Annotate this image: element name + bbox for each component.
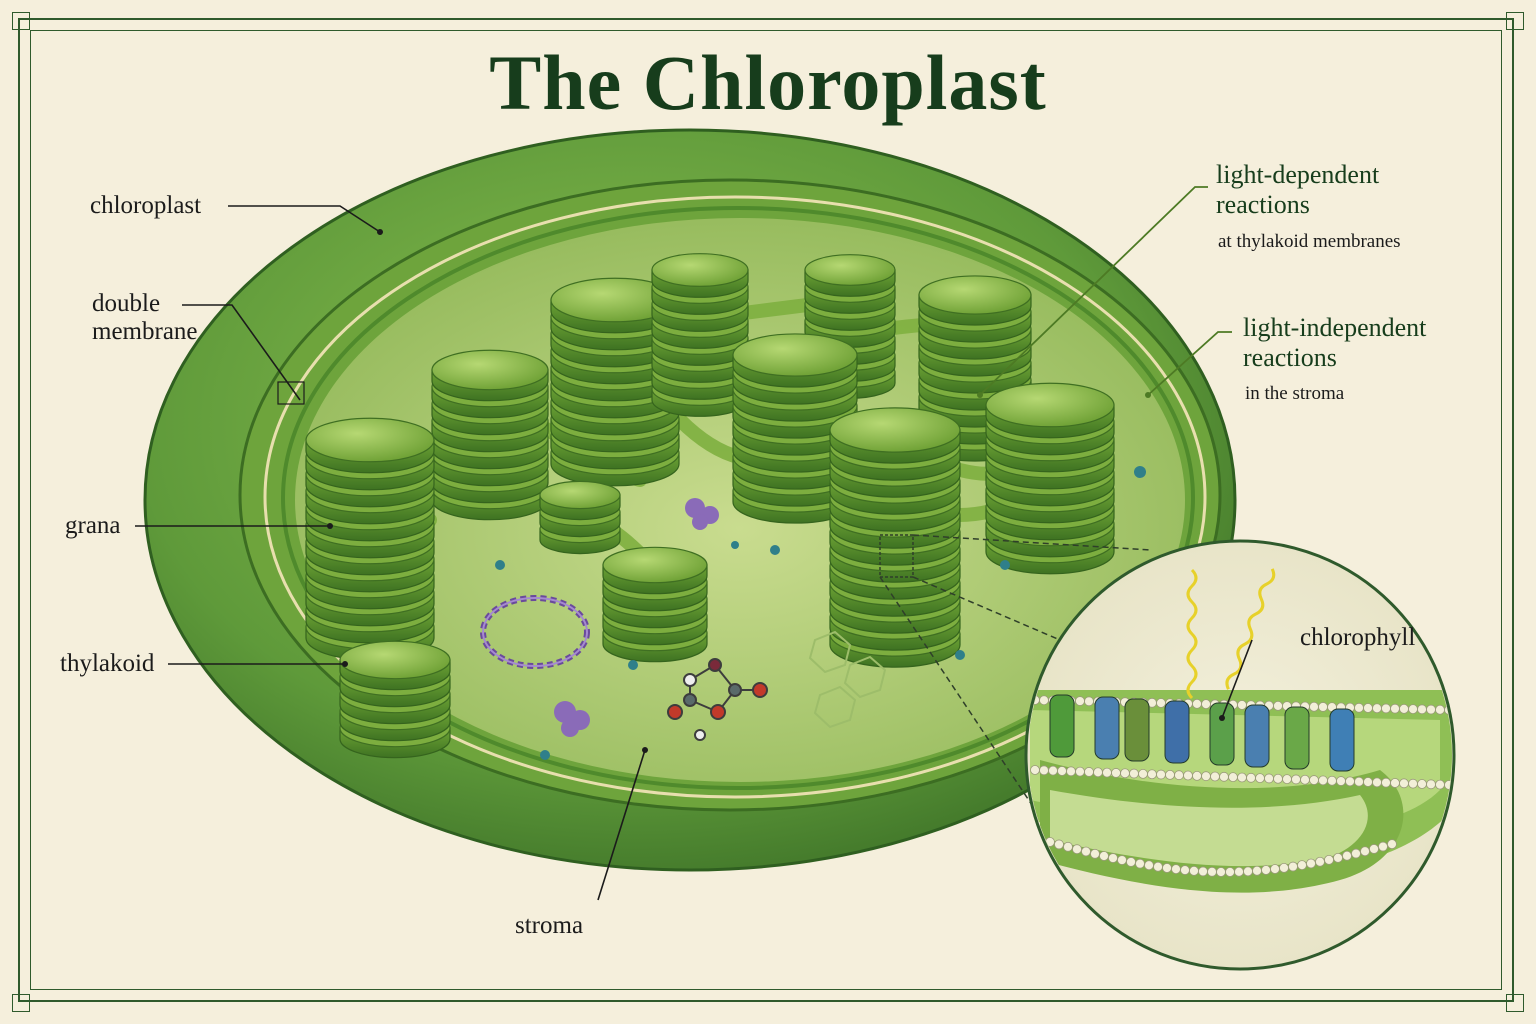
- ribosomes: [495, 466, 1146, 760]
- granum: [431, 349, 549, 521]
- zoom-marker: [879, 534, 914, 578]
- membrane-protein: [1244, 704, 1270, 768]
- membrane-protein: [1124, 698, 1150, 762]
- membrane-protein: [1284, 706, 1310, 770]
- granum: [651, 253, 749, 417]
- label-light-independent-sub: in the stroma: [1245, 383, 1345, 404]
- grana-stacks: [305, 253, 1115, 759]
- thylakoid-membrane-inset: [1024, 539, 1456, 971]
- granum: [339, 640, 451, 759]
- label-chlorophyll: chlorophyll: [1300, 624, 1416, 651]
- granum: [732, 333, 858, 524]
- granum: [305, 417, 435, 661]
- granum: [829, 407, 961, 668]
- sugar-rings-icon: [808, 630, 887, 729]
- membrane-protein: [1209, 702, 1235, 766]
- label-light-dependent: light-dependent reactions: [1216, 160, 1380, 219]
- membrane-protein: [1164, 700, 1190, 764]
- label-stroma: stroma: [515, 912, 584, 939]
- membrane-protein: [1049, 694, 1075, 758]
- frame-corner: [12, 12, 30, 30]
- dna-ring-icon: [480, 595, 590, 669]
- frame-corner: [1506, 12, 1524, 30]
- granum: [539, 480, 621, 555]
- label-light-independent: light-independent reactions: [1243, 313, 1427, 372]
- granum: [550, 277, 680, 487]
- membrane-protein: [1329, 708, 1355, 772]
- molecule-icon: [667, 658, 768, 741]
- membrane-protein: [1094, 696, 1120, 760]
- enzyme-icon: [554, 498, 719, 737]
- granum: [602, 546, 708, 663]
- label-thylakoid: thylakoid: [60, 650, 155, 677]
- granum: [985, 382, 1115, 575]
- light-ray-icon: [1186, 568, 1198, 700]
- label-chloroplast: chloroplast: [90, 192, 202, 219]
- light-ray-icon: [1225, 568, 1276, 690]
- frame-corner: [12, 994, 30, 1012]
- label-light-dependent-sub: at thylakoid membranes: [1218, 231, 1401, 252]
- label-double-membrane: double membrane: [92, 290, 198, 345]
- page-title: The Chloroplast: [489, 39, 1047, 126]
- label-grana: grana: [65, 512, 121, 539]
- leader-lines: [135, 205, 1253, 901]
- frame-corner: [1506, 994, 1524, 1012]
